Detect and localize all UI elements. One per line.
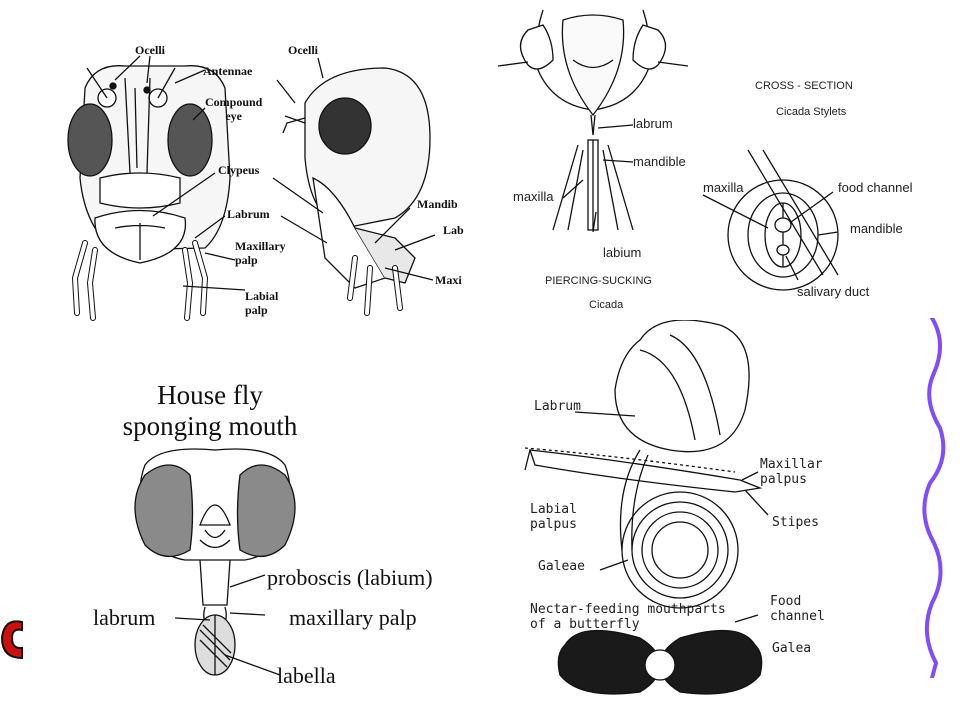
- label-name: Cicada: [589, 299, 624, 311]
- butterfly-panel: Labrum Maxillar palpus Labial palpus Sti…: [520, 320, 915, 720]
- label-labella: labella: [277, 663, 336, 688]
- label-ocelli-right: Ocelli: [288, 43, 318, 57]
- label-mandible: mandible: [633, 154, 686, 169]
- label-caption: Nectar-feeding mouthparts of a butterfly: [530, 602, 726, 632]
- label-labial-palp: Labial palp: [245, 289, 279, 317]
- label-mandible-cut: Mandib: [417, 197, 458, 211]
- label-cs-maxilla: maxilla: [703, 180, 744, 195]
- label-compound-eye: Compound eye: [205, 95, 263, 123]
- butterfly-illustration: [524, 320, 769, 695]
- decorative-wave: [922, 318, 946, 678]
- label-labrum: Labrum: [534, 399, 581, 414]
- housefly-illustration: [134, 448, 296, 676]
- label-antennae: Antennae: [203, 64, 253, 78]
- label-stipes: Stipes: [772, 515, 819, 530]
- label-labial-palpus: Labial palpus: [530, 502, 577, 532]
- label-maxilla: maxilla: [513, 189, 554, 204]
- label-cs-mandible: mandible: [850, 221, 903, 236]
- label-labrum: Labrum: [227, 207, 270, 221]
- cicada-panel: labrum mandible maxilla labium PIERCING-…: [493, 0, 960, 320]
- grasshopper-panel: Ocelli Ocelli Antennae Compound eye Clyp…: [55, 28, 465, 330]
- cross-section-title: CROSS - SECTION: [755, 80, 853, 92]
- label-labium: labium: [603, 245, 642, 260]
- grasshopper-illustration: [67, 55, 436, 321]
- label-maxilla-cut: Maxi: [435, 273, 462, 287]
- logo-fragment: [0, 620, 23, 660]
- label-ocelli-left: Ocelli: [135, 43, 165, 57]
- label-labium-cut: Lab: [443, 223, 464, 237]
- cicada-illustration: [497, 9, 839, 291]
- label-cs-salivary-duct: salivary duct: [797, 284, 870, 299]
- label-maxillary-palp: Maxillary palp: [235, 239, 286, 267]
- label-maxillary-palp: maxillary palp: [289, 605, 417, 630]
- housefly-panel: House fly sponging mouth proboscis (labi…: [75, 375, 485, 715]
- label-labrum: labrum: [93, 605, 156, 630]
- label-labrum: labrum: [633, 116, 673, 131]
- label-galeae: Galeae: [538, 559, 585, 574]
- label-maxillar-palpus: Maxillar palpus: [760, 457, 823, 487]
- label-galea: Galea: [772, 641, 812, 656]
- label-clypeus: Clypeus: [218, 163, 260, 177]
- label-proboscis: proboscis (labium): [267, 565, 433, 590]
- label-food-channel: Food channel: [770, 594, 825, 624]
- housefly-title: House fly sponging mouth: [122, 380, 298, 442]
- cross-section-subtitle: Cicada Stylets: [776, 106, 847, 118]
- label-cs-food-channel: food channel: [838, 180, 913, 195]
- label-type: PIERCING-SUCKING: [545, 275, 652, 287]
